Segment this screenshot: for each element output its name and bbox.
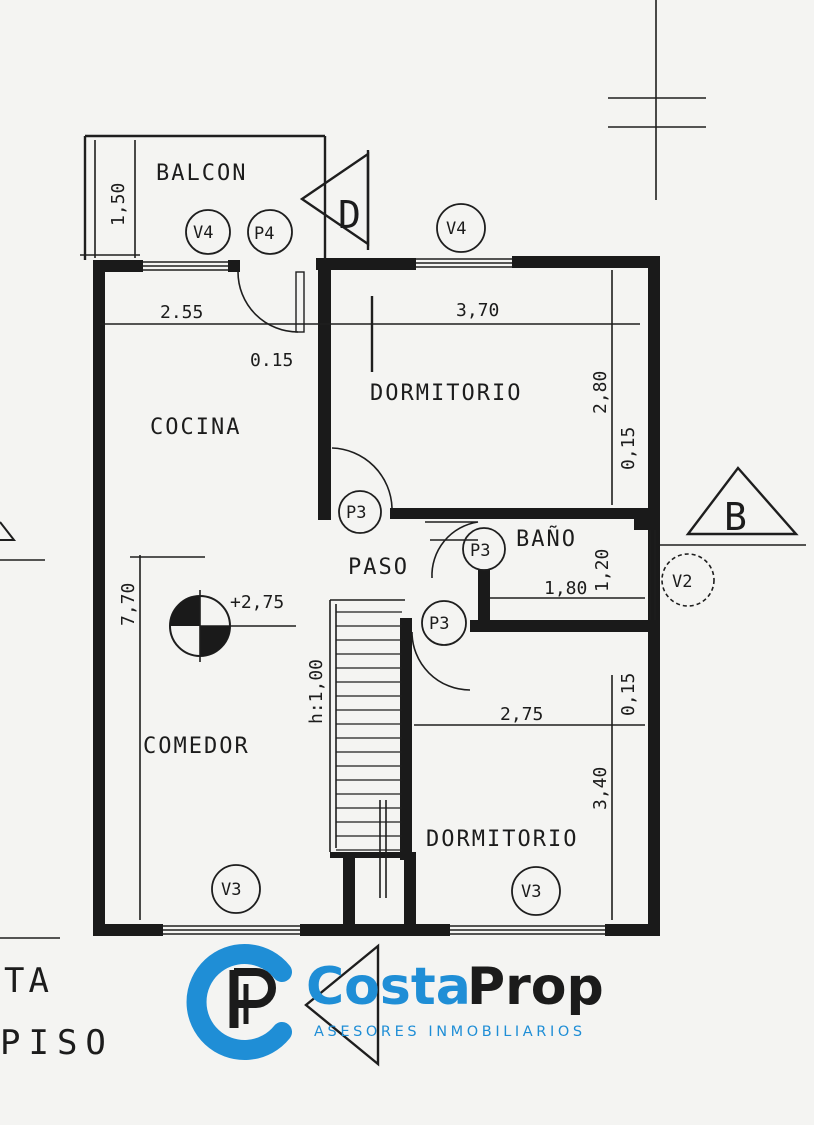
wall-bano-left	[478, 570, 490, 632]
wall-bano-notch	[634, 514, 648, 530]
tag-p4: P4	[254, 224, 274, 244]
wall-bottom-left	[93, 924, 163, 936]
title-fragment-1: TA	[4, 961, 53, 1001]
dimension-lines	[0, 0, 806, 939]
wall-right	[648, 256, 660, 936]
level-marker	[169, 590, 231, 662]
wall-dorm-bano	[390, 508, 648, 519]
tag-v4-left: V4	[193, 223, 213, 243]
dim-dorm-bottom-width: 2,75	[500, 704, 543, 725]
tag-v2: V2	[672, 572, 692, 592]
section-markers	[0, 150, 799, 1067]
wall-top-right	[512, 256, 660, 268]
dim-wall-015-a: 0.15	[250, 350, 293, 371]
tag-v3-left: V3	[221, 880, 241, 900]
door-p4-swing	[237, 271, 299, 333]
dim-cocina-width: 2.55	[160, 302, 203, 323]
dim-dorm-top-depth: 2,80	[590, 371, 611, 414]
room-cocina: COCINA	[150, 415, 241, 440]
wall-cocina-dorm	[318, 260, 331, 520]
title-fragment-2: PISO	[0, 1023, 114, 1063]
wall-left	[93, 260, 105, 936]
room-dormitorio-bottom: DORMITORIO	[426, 827, 578, 852]
tag-p3-bano: P3	[470, 541, 490, 561]
door-p3-dorm-swing	[331, 447, 393, 509]
room-bano: BAÑO	[516, 525, 577, 552]
wall-stair-base-top	[330, 852, 416, 858]
wall-stair-right	[400, 618, 412, 860]
dim-total-depth: 7,70	[118, 583, 139, 626]
dim-wall-015-c: 0,15	[618, 673, 639, 716]
section-d-label: D	[338, 193, 361, 237]
door-p3-stair-swing	[411, 631, 471, 691]
dim-level: +2,75	[230, 592, 284, 613]
logo-name-part1: Costa	[306, 957, 471, 1017]
door-p3-bano-swing	[425, 521, 479, 579]
balcony	[80, 134, 327, 260]
logo-name-part2: Prop	[467, 957, 604, 1017]
room-paso: PASO	[348, 555, 409, 580]
tag-p3-stair: P3	[429, 614, 449, 634]
room-balcon: BALCON	[156, 161, 247, 186]
wall-bottom-mid	[300, 924, 450, 936]
tag-p3-dorm: P3	[346, 503, 366, 523]
wall-bano-bottom	[470, 620, 648, 632]
dim-wall-015-b: 0,15	[618, 427, 639, 470]
doors	[237, 271, 479, 691]
dim-bano-depth: 1,20	[592, 549, 613, 592]
tag-circles	[185, 203, 715, 916]
wall-stair-base-left	[343, 856, 355, 926]
dim-bano-width: 1,80	[544, 578, 587, 599]
wall-bottom-right	[605, 924, 660, 936]
logo-tagline: ASESORES INMOBILIARIOS	[314, 1024, 586, 1040]
room-dormitorio-top: DORMITORIO	[370, 381, 522, 406]
windows	[143, 258, 656, 935]
costaprop-logo: Costa Prop ASESORES INMOBILIARIOS	[186, 944, 604, 1060]
logo-c-icon	[186, 944, 292, 1060]
dim-stair-height: h:1,00	[306, 659, 327, 724]
room-comedor: COMEDOR	[143, 734, 250, 759]
walls	[93, 256, 660, 936]
wall-top-mid	[316, 258, 416, 270]
dim-dorm-bottom-depth: 3,40	[590, 767, 611, 810]
wall-top-left-b	[228, 260, 240, 272]
stairs	[329, 599, 405, 898]
tag-v3-right: V3	[521, 882, 541, 902]
section-b-label: B	[724, 495, 747, 539]
dim-balcon-depth: 1,50	[108, 183, 129, 226]
tag-v4-right: V4	[446, 219, 466, 239]
dim-dorm-top-width: 3,70	[456, 300, 499, 321]
wall-top-left-a	[93, 260, 143, 272]
wall-stair-base-right	[404, 856, 416, 926]
